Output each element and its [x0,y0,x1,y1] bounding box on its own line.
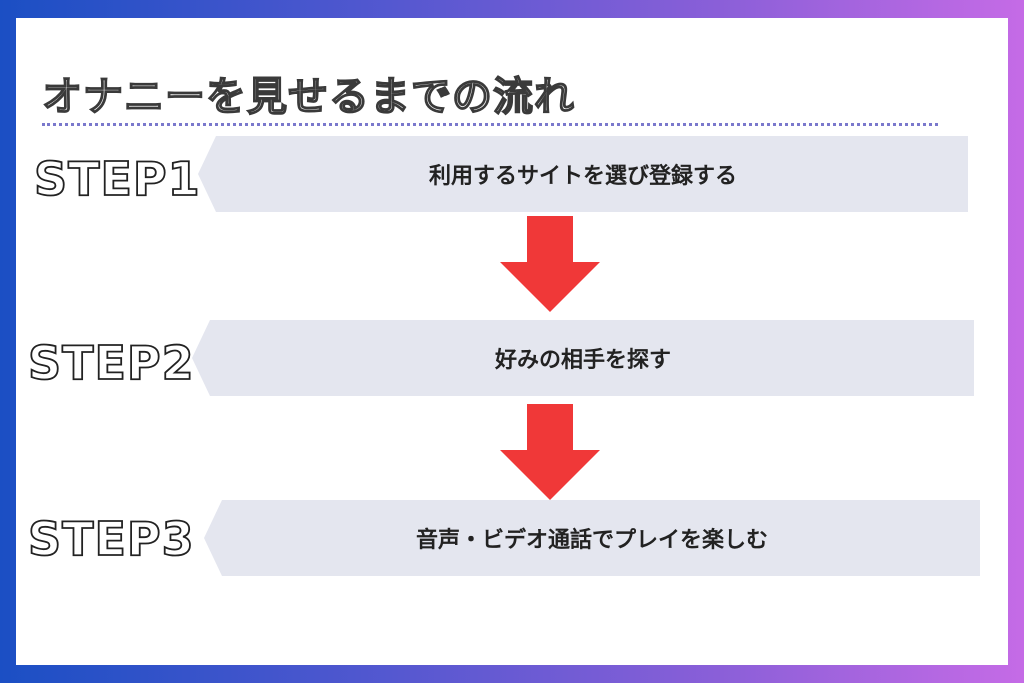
content-card: オナニーを見せるまでの流れ STEP1 利用するサイトを選び登録する STEP2… [16,18,1008,665]
dotted-divider [42,123,938,126]
step3-text: 音声・ビデオ通話でプレイを楽しむ [415,528,768,553]
step3-label: STEP3 [27,511,195,567]
step2-label: STEP2 [27,335,195,391]
step1-box [198,136,968,212]
step3-box [204,500,980,576]
step1-text: 利用するサイトを選び登録する [428,164,737,189]
step2-text: 好みの相手を探す [494,348,671,373]
page-title: オナニーを見せるまでの流れ [41,73,575,121]
arrow-down-icon [500,404,600,500]
step1-label: STEP1 [33,151,201,207]
arrow-down-icon [500,216,600,312]
step2-box [192,320,974,396]
